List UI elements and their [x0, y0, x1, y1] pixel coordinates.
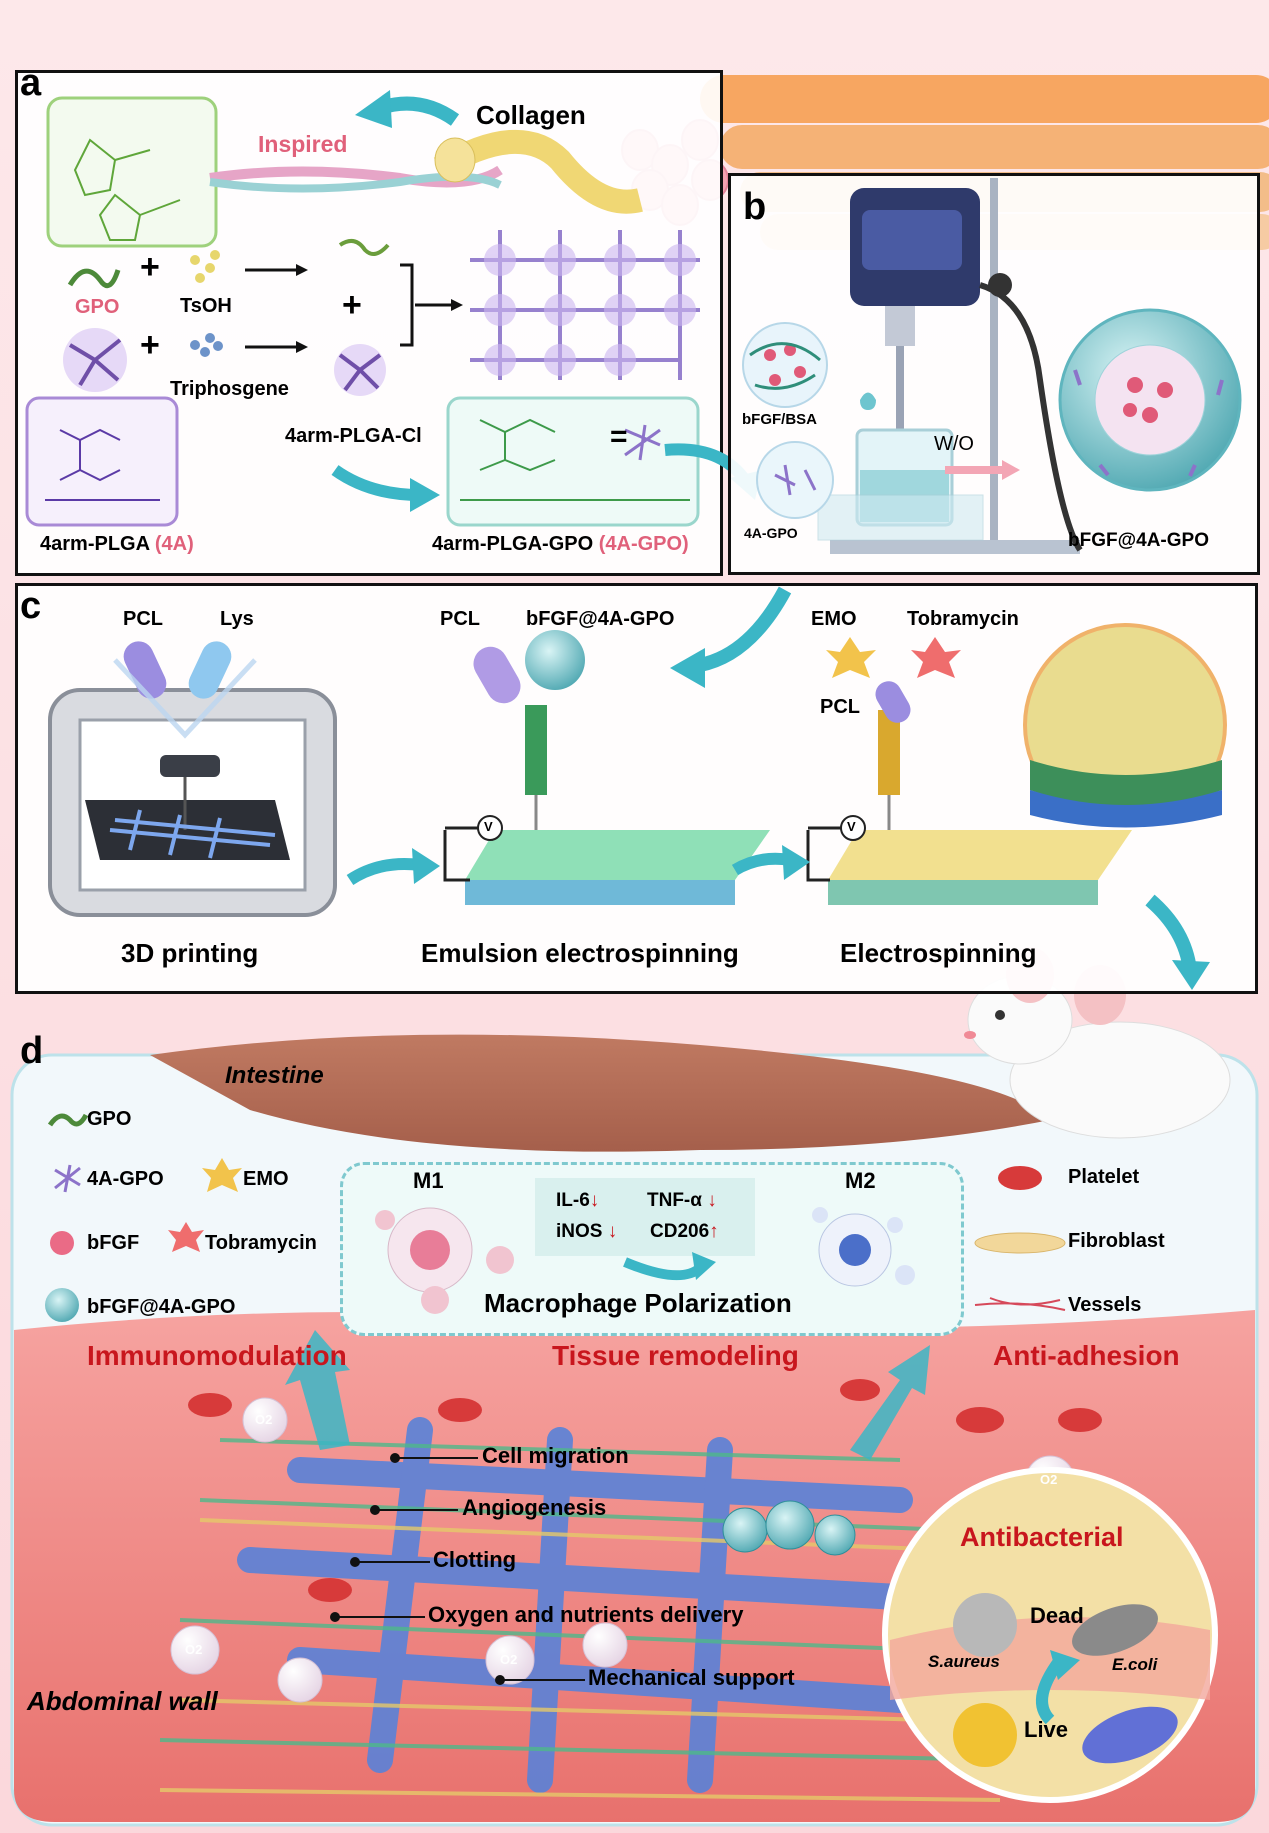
m2-label: M2	[845, 1168, 876, 1193]
plus-sign-2: +	[140, 326, 160, 364]
saureus-label: S.aureus	[928, 1652, 1000, 1671]
pcl-label-3: PCL	[820, 696, 860, 718]
function-oxygen-nutrients: Oxygen and nutrients delivery	[428, 1602, 744, 1627]
plus-sign-3: +	[342, 286, 362, 324]
bfgf-4a-gpo-label-c: bFGF@4A-GPO	[526, 608, 675, 630]
cd206-text: CD206	[650, 1221, 710, 1242]
step-electrospinning: Electrospinning	[840, 938, 1037, 968]
tnfa-text: TNF-α	[647, 1190, 702, 1211]
triphosgene-label: Triphosgene	[170, 378, 289, 400]
inspired-label: Inspired	[258, 131, 348, 157]
wo-label: W/O	[934, 433, 974, 455]
bfgf-icon	[50, 1231, 74, 1255]
fibroblast-icon	[974, 1232, 1066, 1254]
voltage-label-2: V	[847, 819, 856, 834]
legend-tobramycin: Tobramycin	[205, 1232, 317, 1254]
live-label: Live	[1024, 1717, 1069, 1742]
cytokine-panel	[535, 1178, 755, 1256]
legend-fibroblast: Fibroblast	[1068, 1230, 1165, 1252]
bfgf-4a-gpo-icon	[45, 1288, 79, 1322]
tissue-remodeling-heading: Tissue remodeling	[552, 1340, 799, 1371]
legend-emo: EMO	[243, 1168, 289, 1190]
tsoh-label: TsOH	[180, 295, 232, 317]
legend-gpo: GPO	[87, 1108, 132, 1130]
panel-b-label: b	[743, 186, 767, 228]
down-arrow-icon: ↓	[589, 1190, 600, 1211]
function-mechanical-support: Mechanical support	[588, 1665, 795, 1690]
immunomodulation-heading: Immunomodulation	[87, 1340, 347, 1371]
o2-bubble-label: O2	[255, 1412, 273, 1427]
step-3d-printing: 3D printing	[121, 938, 259, 968]
legend-bfgf: bFGF	[87, 1232, 140, 1254]
up-arrow-icon: ↑	[709, 1221, 719, 1242]
voltage-label-1: V	[484, 819, 493, 834]
inos-text: iNOS	[556, 1221, 603, 1242]
tobramycin-icon	[168, 1222, 204, 1252]
o2-bubble-label: O2	[185, 1642, 203, 1657]
macrophage-polarization-title: Macrophage Polarization	[484, 1288, 792, 1318]
plga-cl-label: 4arm-PLGA-Cl	[285, 425, 422, 447]
cd206-label: CD206↑	[650, 1221, 719, 1243]
step-emulsion-electrospinning: Emulsion electrospinning	[421, 938, 739, 968]
tnfa-label: TNF-α ↓	[647, 1190, 717, 1212]
ecoli-label: E.coli	[1112, 1655, 1158, 1674]
panel-a-label: a	[20, 62, 42, 104]
plga-name: 4arm-PLGA	[40, 533, 150, 555]
o2-bubble-label: O2	[1040, 1472, 1058, 1487]
abdominal-wall-label: Abdominal wall	[27, 1686, 218, 1716]
bfgf-bsa-label: bFGF/BSA	[742, 411, 817, 428]
inos-label: iNOS ↓	[556, 1221, 617, 1243]
function-clotting: Clotting	[433, 1547, 517, 1572]
plga-abbr: (4A)	[154, 533, 194, 555]
down-arrow-icon: ↓	[607, 1221, 618, 1242]
il6-label: IL-6↓	[556, 1190, 599, 1212]
collagen-label: Collagen	[476, 100, 586, 130]
plga-gpo-name: 4arm-PLGA-GPO	[432, 533, 594, 555]
legend-4a-gpo: 4A-GPO	[87, 1168, 164, 1190]
tobramycin-label: Tobramycin	[907, 608, 1019, 630]
plga-label: 4arm-PLGA (4A)	[40, 533, 194, 556]
gpo-label: GPO	[75, 296, 120, 318]
fourA-gpo-icon	[54, 1164, 81, 1193]
equals-sign: =	[610, 420, 628, 453]
dead-label: Dead	[1030, 1603, 1084, 1628]
vessels-icon	[974, 1297, 1066, 1311]
fourA-gpo-label-b: 4A-GPO	[744, 525, 798, 541]
legend-bfgf-4a-gpo: bFGF@4A-GPO	[87, 1296, 236, 1318]
function-angiogenesis: Angiogenesis	[462, 1495, 607, 1520]
bfgf-4a-gpo-product-label: bFGF@4A-GPO	[1068, 530, 1209, 551]
lys-label: Lys	[220, 608, 254, 630]
panel-c-label: c	[20, 585, 42, 627]
plus-sign-1: +	[140, 248, 160, 286]
intestine-label: Intestine	[225, 1062, 324, 1089]
function-cell-migration: Cell migration	[482, 1443, 629, 1468]
legend-vessels: Vessels	[1068, 1294, 1142, 1316]
down-arrow-icon: ↓	[707, 1190, 717, 1211]
plga-gpo-label: 4arm-PLGA-GPO (4A-GPO)	[432, 533, 689, 556]
antibacterial-heading: Antibacterial	[960, 1522, 1124, 1552]
anti-adhesion-heading: Anti-adhesion	[993, 1340, 1180, 1371]
legend-platelet: Platelet	[1068, 1166, 1140, 1188]
emo-label: EMO	[811, 608, 857, 630]
o2-bubble-label: O2	[500, 1652, 518, 1667]
platelet-icon	[998, 1166, 1042, 1190]
emo-icon	[202, 1158, 242, 1192]
panel-d-label: d	[20, 1030, 44, 1072]
il6-text: IL-6	[556, 1190, 590, 1211]
pcl-label-1: PCL	[123, 608, 163, 630]
m1-label: M1	[413, 1168, 444, 1193]
plga-gpo-abbr: (4A-GPO)	[598, 533, 689, 555]
gpo-icon	[47, 1113, 89, 1127]
pcl-label-2: PCL	[440, 608, 480, 630]
